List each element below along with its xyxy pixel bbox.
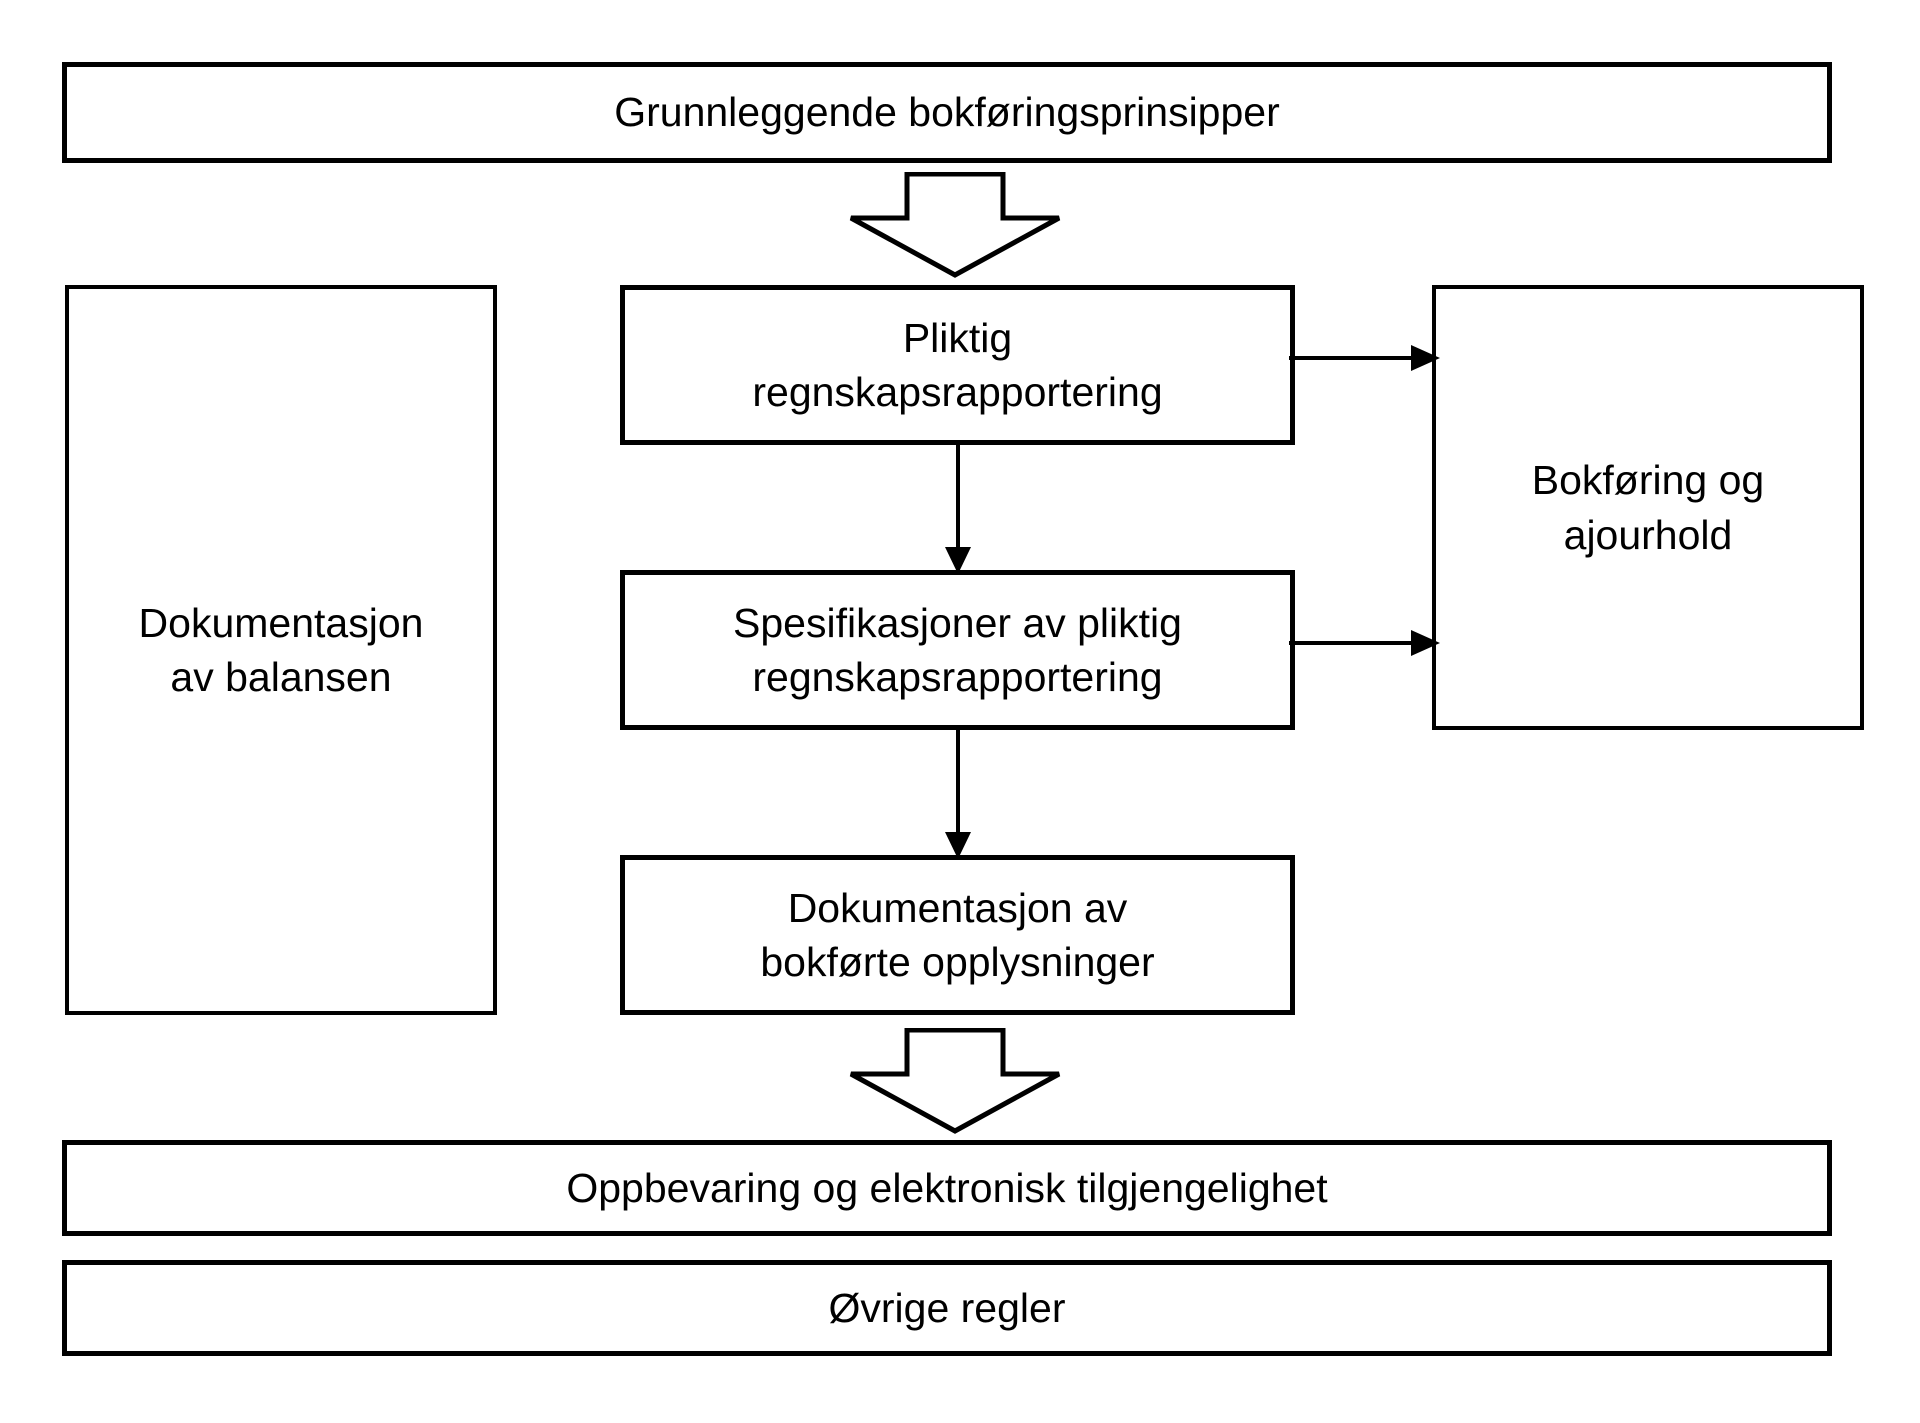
box-dokumentasjon-av-bokforte-opplysninger: Dokumentasjon av bokførte opplysninger (620, 855, 1295, 1015)
box-label: Bokføring og ajourhold (1531, 457, 1765, 558)
box-spesifikasjoner-av-pliktig-regnskapsrapportering: Spesifikasjoner av pliktig regnskapsrapp… (620, 570, 1295, 730)
box-ovrige-regler: Øvrige regler (62, 1260, 1832, 1356)
down-arrow-icon (945, 728, 971, 859)
box-label: Dokumentasjon av balansen (138, 599, 424, 700)
box-label: Øvrige regler (828, 1284, 1066, 1331)
box-label: Pliktig regnskapsrapportering (752, 314, 1163, 415)
box-label: Dokumentasjon av bokførte opplysninger (760, 884, 1155, 985)
box-label: Oppbevaring og elektronisk tilgjengeligh… (566, 1164, 1328, 1211)
box-label: Spesifikasjoner av pliktig regnskapsrapp… (733, 599, 1182, 700)
box-grunnleggende-bokforingsprinsipper: Grunnleggende bokføringsprinsipper (62, 62, 1832, 163)
connector-pliktig-to-spesifikasjoner (940, 443, 976, 575)
connector-spesifikasjoner-to-dokumentasjon (940, 728, 976, 860)
right-arrow-icon (1289, 630, 1440, 656)
down-block-arrow-icon (849, 171, 1061, 278)
box-pliktig-regnskapsrapportering: Pliktig regnskapsrapportering (620, 285, 1295, 445)
connector-pliktig-to-bokforing (1289, 340, 1441, 376)
down-arrow-icon (945, 443, 971, 574)
down-block-arrow-bottom (845, 1027, 1065, 1134)
right-arrow-icon (1289, 345, 1440, 371)
down-block-arrow-top (845, 171, 1065, 278)
box-dokumentasjon-av-balansen: Dokumentasjon av balansen (65, 285, 497, 1015)
connector-spesifikasjoner-to-bokforing (1289, 625, 1441, 661)
down-block-arrow-icon (849, 1027, 1061, 1134)
box-oppbevaring-og-elektronisk-tilgjengelighet: Oppbevaring og elektronisk tilgjengeligh… (62, 1140, 1832, 1236)
box-bokforing-og-ajourhold: Bokføring og ajourhold (1432, 285, 1864, 730)
box-label: Grunnleggende bokføringsprinsipper (614, 89, 1280, 136)
